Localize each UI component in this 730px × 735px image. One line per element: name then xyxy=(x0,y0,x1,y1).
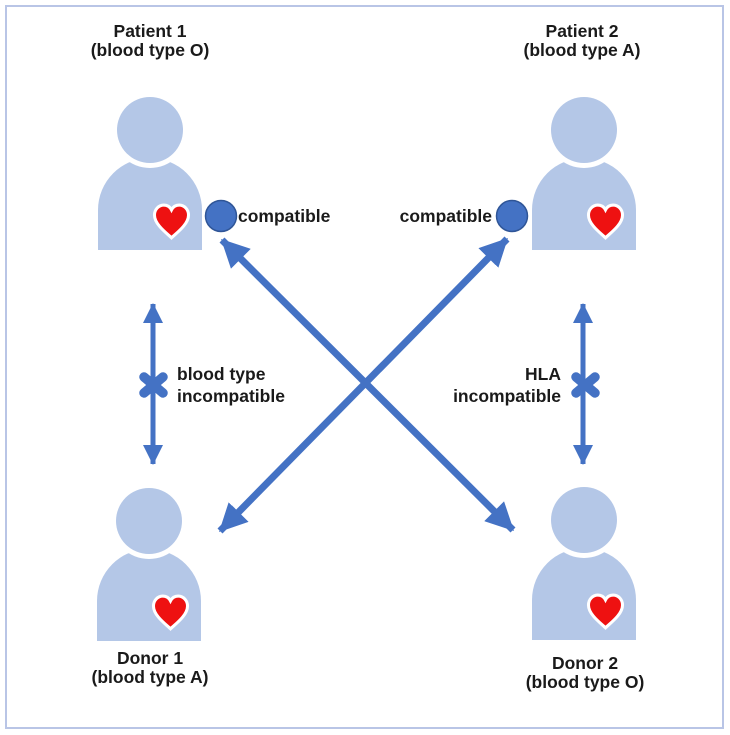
compatible-label-right: compatible xyxy=(399,206,492,226)
donor2-label: Donor 2 (blood type O) xyxy=(475,654,695,692)
hla-incompatible-label: HLA incompatible xyxy=(361,363,561,407)
blood-type-incompatible-label: blood type incompatible xyxy=(177,363,285,407)
person-donor2 xyxy=(532,487,636,645)
patient1-subtitle: (blood type O) xyxy=(90,40,210,60)
compatible-dot-right-icon xyxy=(495,199,529,233)
patient1-label: Patient 1 (blood type O) xyxy=(40,22,260,60)
patient2-subtitle: (blood type A) xyxy=(523,40,641,60)
hla-incompatible-line2: incompatible xyxy=(453,386,561,406)
donor1-title: Donor 1 xyxy=(116,648,184,668)
person-body xyxy=(98,158,202,250)
x-mark-right-icon xyxy=(571,372,600,398)
heart-icon xyxy=(152,203,191,241)
patient2-title: Patient 2 xyxy=(545,21,619,41)
person-body xyxy=(532,548,636,640)
donor2-title: Donor 2 xyxy=(551,653,619,673)
heart-icon xyxy=(586,593,625,631)
compatible-dot-left-icon xyxy=(204,199,238,233)
person-donor1 xyxy=(97,488,201,646)
donor2-subtitle: (blood type O) xyxy=(525,672,645,692)
person-head xyxy=(551,487,617,553)
person-body xyxy=(532,158,636,250)
hla-incompatible-line1: HLA xyxy=(525,364,561,384)
person-head xyxy=(116,488,182,554)
person-head xyxy=(551,97,617,163)
person-body xyxy=(97,549,201,641)
blood-type-incompatible-line2: incompatible xyxy=(177,386,285,406)
donor1-subtitle: (blood type A) xyxy=(91,667,209,687)
donor1-label: Donor 1 (blood type A) xyxy=(40,649,260,687)
x-mark-left-icon xyxy=(139,372,168,398)
person-head xyxy=(117,97,183,163)
patient1-title: Patient 1 xyxy=(113,21,187,41)
blood-type-incompatible-line1: blood type xyxy=(177,364,266,384)
person-patient2 xyxy=(532,97,636,255)
patient2-label: Patient 2 (blood type A) xyxy=(472,22,692,60)
person-patient1 xyxy=(98,97,202,255)
heart-icon xyxy=(586,203,625,241)
exchange-arrow-patient2-donor1 xyxy=(217,236,510,534)
compatible-label-left: compatible xyxy=(238,206,331,226)
heart-icon xyxy=(151,594,190,632)
